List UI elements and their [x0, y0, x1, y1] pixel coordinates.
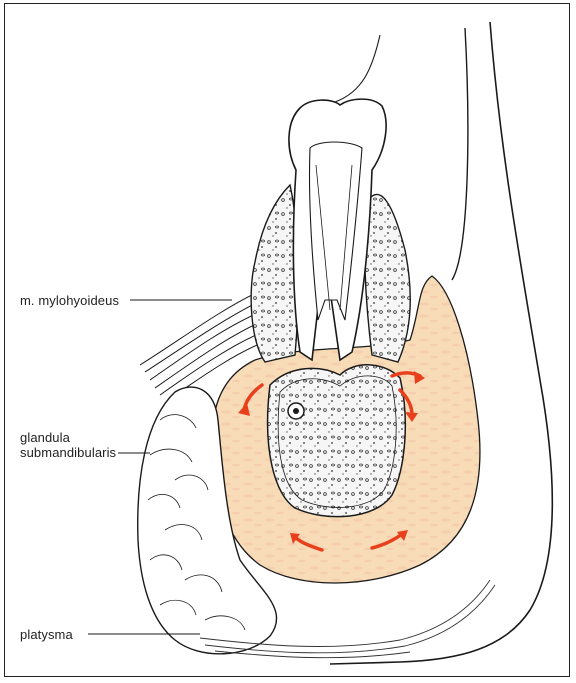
inner-contour [452, 28, 468, 280]
alveolar-bone-buccal [365, 194, 411, 362]
label-glandula-submandibularis: glandula submandibularis [20, 430, 116, 460]
label-mylohyoideus: m. mylohyoideus [20, 293, 119, 308]
lip-line [335, 35, 380, 102]
alveolar-bone-lingual [251, 185, 298, 362]
label-platysma: platysma [20, 627, 73, 642]
label-glandula-line2: submandibularis [20, 445, 116, 460]
mandible-section [268, 365, 406, 517]
label-glandula-line1: glandula [20, 430, 116, 445]
